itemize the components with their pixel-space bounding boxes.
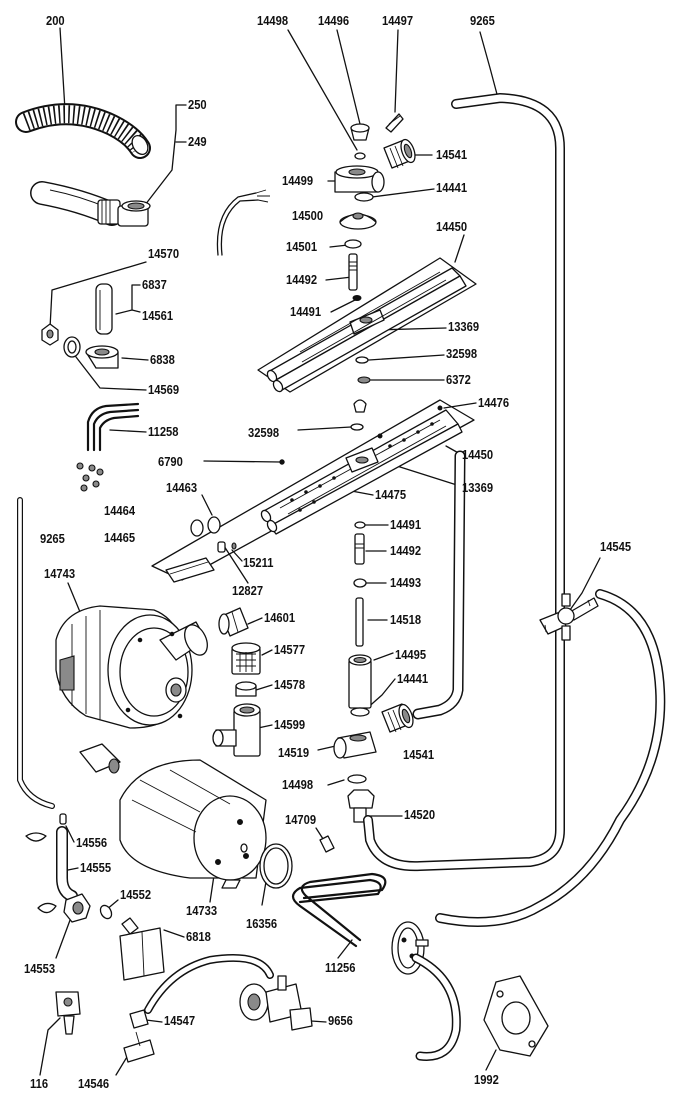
hose-bottom xyxy=(145,955,273,1013)
label-part-14475: 14475 xyxy=(375,487,407,502)
label-part-6838: 6838 xyxy=(150,352,175,367)
drain-hose-249 xyxy=(30,181,151,227)
label-part-14555: 14555 xyxy=(80,860,112,875)
small-hoses-left xyxy=(25,813,113,923)
cap-upper xyxy=(353,399,367,413)
label-part-249: 249 xyxy=(188,134,207,149)
fittings-bottom-left xyxy=(55,991,155,1063)
label-part-14498: 14498 xyxy=(257,13,289,28)
pipe-9265-left xyxy=(18,498,54,808)
label-part-14500: 14500 xyxy=(292,208,324,223)
pump-14743 xyxy=(55,605,208,729)
label-part-14493: 14493 xyxy=(390,575,422,590)
valve-9656 xyxy=(239,975,313,1031)
label-part-14441: 14441 xyxy=(436,180,468,195)
label-part-14518: 14518 xyxy=(390,612,422,627)
label-part-6837: 6837 xyxy=(142,277,167,292)
bracket-1992 xyxy=(483,975,549,1057)
label-part-14495: 14495 xyxy=(395,647,427,662)
connector-14541-lower xyxy=(381,703,414,733)
washer-32598-b xyxy=(350,423,364,431)
clip-14709 xyxy=(319,835,335,853)
label-part-14450-b: 14450 xyxy=(462,447,494,462)
label-part-6790: 6790 xyxy=(158,454,183,469)
label-part-13369-b: 13369 xyxy=(462,480,494,495)
label-part-14547: 14547 xyxy=(164,1013,196,1028)
label-part-250: 250 xyxy=(188,97,207,112)
spray-arm-panel-upper xyxy=(257,257,477,393)
left-fittings xyxy=(41,283,119,369)
label-part-14464: 14464 xyxy=(104,503,136,518)
label-part-12827: 12827 xyxy=(232,583,264,598)
label-part-200: 200 xyxy=(46,13,65,28)
label-part-14491-b: 14491 xyxy=(390,517,422,532)
label-part-14501: 14501 xyxy=(286,239,318,254)
label-part-32598-b: 32598 xyxy=(248,425,280,440)
label-part-14465: 14465 xyxy=(104,530,136,545)
label-part-15211: 15211 xyxy=(243,555,274,570)
label-part-14496: 14496 xyxy=(318,13,350,28)
label-part-14733: 14733 xyxy=(186,903,218,918)
valve-stack-top xyxy=(334,113,416,301)
label-part-14570: 14570 xyxy=(148,246,180,261)
label-part-14578: 14578 xyxy=(274,677,306,692)
label-part-14599: 14599 xyxy=(274,717,306,732)
label-part-14561: 14561 xyxy=(142,308,174,323)
nut-6372 xyxy=(357,376,371,384)
wire-cable xyxy=(216,189,270,256)
label-part-14492: 14492 xyxy=(286,272,318,287)
label-part-13369: 13369 xyxy=(448,319,480,334)
label-part-14498-b: 14498 xyxy=(282,777,314,792)
label-part-11258: 11258 xyxy=(148,424,179,439)
heating-element-11258 xyxy=(76,402,140,492)
label-part-6818: 6818 xyxy=(186,929,211,944)
label-part-9656: 9656 xyxy=(328,1013,353,1028)
center-fittings xyxy=(212,607,261,757)
label-part-9265-b: 9265 xyxy=(40,531,65,546)
label-part-1992: 1992 xyxy=(474,1072,499,1087)
label-part-116: 116 xyxy=(30,1076,49,1091)
label-part-14601: 14601 xyxy=(264,610,296,625)
label-part-32598: 32598 xyxy=(446,346,478,361)
label-part-14476: 14476 xyxy=(478,395,510,410)
label-part-14491: 14491 xyxy=(290,304,322,319)
tank-14733 xyxy=(79,743,267,889)
label-part-14709: 14709 xyxy=(285,812,317,827)
label-part-14450: 14450 xyxy=(436,219,468,234)
valve-stack-lower xyxy=(333,521,414,823)
label-part-14499: 14499 xyxy=(282,173,314,188)
label-part-9265: 9265 xyxy=(470,13,495,28)
tube-14450 xyxy=(414,452,464,718)
heating-element-11256 xyxy=(291,872,461,1061)
label-part-6372: 6372 xyxy=(446,372,471,387)
valve-6818 xyxy=(119,917,165,981)
connector-14541-top xyxy=(383,138,416,169)
label-part-14497: 14497 xyxy=(382,13,414,28)
label-part-14553: 14553 xyxy=(24,961,56,976)
label-part-14569: 14569 xyxy=(148,382,180,397)
label-part-14463: 14463 xyxy=(166,480,198,495)
label-part-14743: 14743 xyxy=(44,566,76,581)
label-part-14577: 14577 xyxy=(274,642,306,657)
label-part-14545: 14545 xyxy=(600,539,632,554)
label-part-14556: 14556 xyxy=(76,835,108,850)
washer-32598-a xyxy=(355,356,369,364)
label-part-14552: 14552 xyxy=(120,887,152,902)
label-part-14520: 14520 xyxy=(404,807,436,822)
corrugated-hose-200 xyxy=(15,103,151,159)
pipe-9265-right xyxy=(364,94,564,870)
lower-panel xyxy=(151,399,475,583)
label-part-11256: 11256 xyxy=(325,960,356,975)
label-part-14492-b: 14492 xyxy=(390,543,422,558)
label-part-14546: 14546 xyxy=(78,1076,110,1091)
label-part-14441-b: 14441 xyxy=(397,671,429,686)
label-part-14519: 14519 xyxy=(278,745,310,760)
tee-fitting-14545 xyxy=(435,589,666,927)
label-part-16356: 16356 xyxy=(246,916,278,931)
label-part-14541-b: 14541 xyxy=(403,747,435,762)
label-part-14541: 14541 xyxy=(436,147,468,162)
